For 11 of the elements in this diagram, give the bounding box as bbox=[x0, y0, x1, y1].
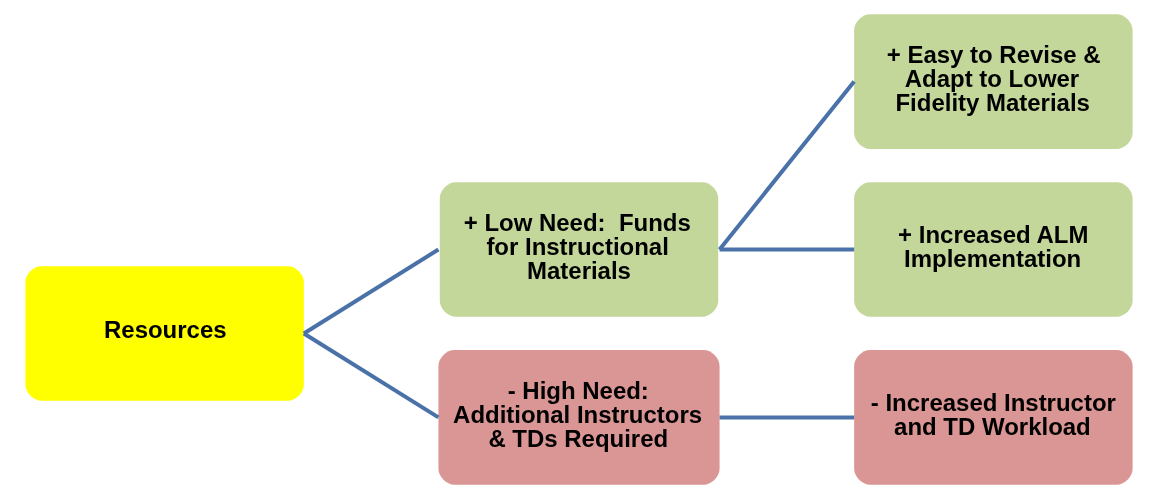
connector bbox=[719, 414, 854, 419]
connector bbox=[302, 331, 439, 419]
connector bbox=[302, 247, 439, 335]
node-box: - High Need: Additional Instructors & TDs Required bbox=[437, 349, 720, 485]
connector bbox=[719, 247, 854, 251]
node-box: + Increased ALM Implementation bbox=[853, 181, 1133, 317]
connector bbox=[717, 79, 856, 251]
node-box: Resources bbox=[24, 265, 304, 401]
node-box: + Low Need: Funds for Instructional Materials bbox=[439, 181, 718, 317]
node-box: - Increased Instructor and TD Workload bbox=[853, 349, 1133, 485]
node-box: + Easy to Revise & Adapt to Lower Fidelity Materials bbox=[853, 13, 1133, 149]
